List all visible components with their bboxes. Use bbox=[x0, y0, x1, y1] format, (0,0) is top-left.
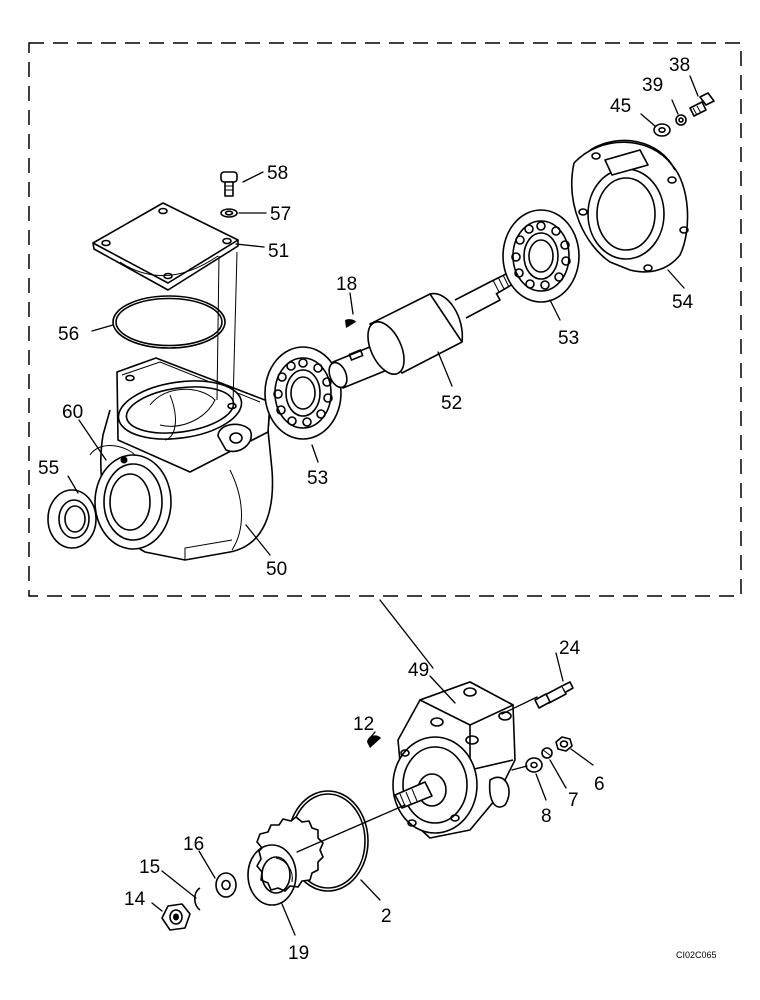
snap-ring-15 bbox=[193, 887, 201, 911]
o-ring-56 bbox=[112, 295, 226, 349]
callout-8: 8 bbox=[541, 806, 552, 827]
callout-49: 49 bbox=[408, 660, 429, 681]
pump-49 bbox=[392, 681, 516, 839]
callout-50: 50 bbox=[266, 559, 287, 580]
bearing-53-right bbox=[502, 209, 580, 303]
lockwasher-57 bbox=[220, 208, 238, 218]
washer-16 bbox=[215, 872, 237, 898]
callout-60: 60 bbox=[62, 402, 83, 423]
drawing-code: CI02C065 bbox=[676, 950, 717, 960]
fitting-24 bbox=[534, 681, 574, 709]
bearing-53-left bbox=[264, 346, 342, 440]
callout-52: 52 bbox=[441, 393, 462, 414]
lockwasher-7 bbox=[541, 747, 553, 759]
nut-14 bbox=[161, 903, 191, 931]
gear-case-50 bbox=[89, 357, 274, 561]
callout-45: 45 bbox=[610, 96, 631, 117]
bolt-38 bbox=[689, 92, 715, 117]
gear-19 bbox=[247, 816, 324, 906]
cover-plate-51 bbox=[92, 202, 239, 291]
washer-45 bbox=[653, 123, 671, 137]
callout-53-left: 53 bbox=[307, 468, 328, 489]
callout-19: 19 bbox=[288, 943, 309, 964]
callout-24: 24 bbox=[559, 638, 581, 659]
nut-6 bbox=[555, 736, 573, 752]
callout-7: 7 bbox=[568, 790, 579, 811]
callout-57: 57 bbox=[270, 204, 291, 225]
callout-15: 15 bbox=[139, 857, 160, 878]
subassembly-boundary bbox=[28, 42, 742, 597]
oil-seal-55 bbox=[47, 489, 97, 549]
callout-14: 14 bbox=[124, 889, 146, 910]
bolt-58 bbox=[220, 171, 238, 197]
leader-lines bbox=[67, 75, 699, 936]
shaft-52 bbox=[328, 269, 521, 389]
callout-56: 56 bbox=[58, 324, 79, 345]
callout-54: 54 bbox=[672, 292, 694, 313]
bearing-cover-54 bbox=[571, 139, 689, 273]
key-12 bbox=[367, 735, 381, 748]
callouts: 58 57 51 56 60 55 50 18 53 52 53 54 45 3… bbox=[38, 55, 694, 964]
callout-18: 18 bbox=[336, 274, 357, 295]
callout-53-right: 53 bbox=[558, 328, 579, 349]
callout-39: 39 bbox=[642, 75, 663, 96]
callout-58: 58 bbox=[267, 163, 288, 184]
callout-6: 6 bbox=[594, 774, 605, 795]
callout-38: 38 bbox=[669, 55, 690, 76]
callout-55: 55 bbox=[38, 458, 59, 479]
washer-8 bbox=[525, 757, 543, 773]
callout-16: 16 bbox=[183, 834, 204, 855]
callout-2: 2 bbox=[381, 906, 392, 927]
callout-12: 12 bbox=[353, 714, 374, 735]
guide-line-51a bbox=[216, 255, 220, 401]
lockwasher-39 bbox=[675, 114, 687, 126]
callout-51: 51 bbox=[268, 241, 289, 262]
guide-line-51b bbox=[232, 251, 238, 405]
